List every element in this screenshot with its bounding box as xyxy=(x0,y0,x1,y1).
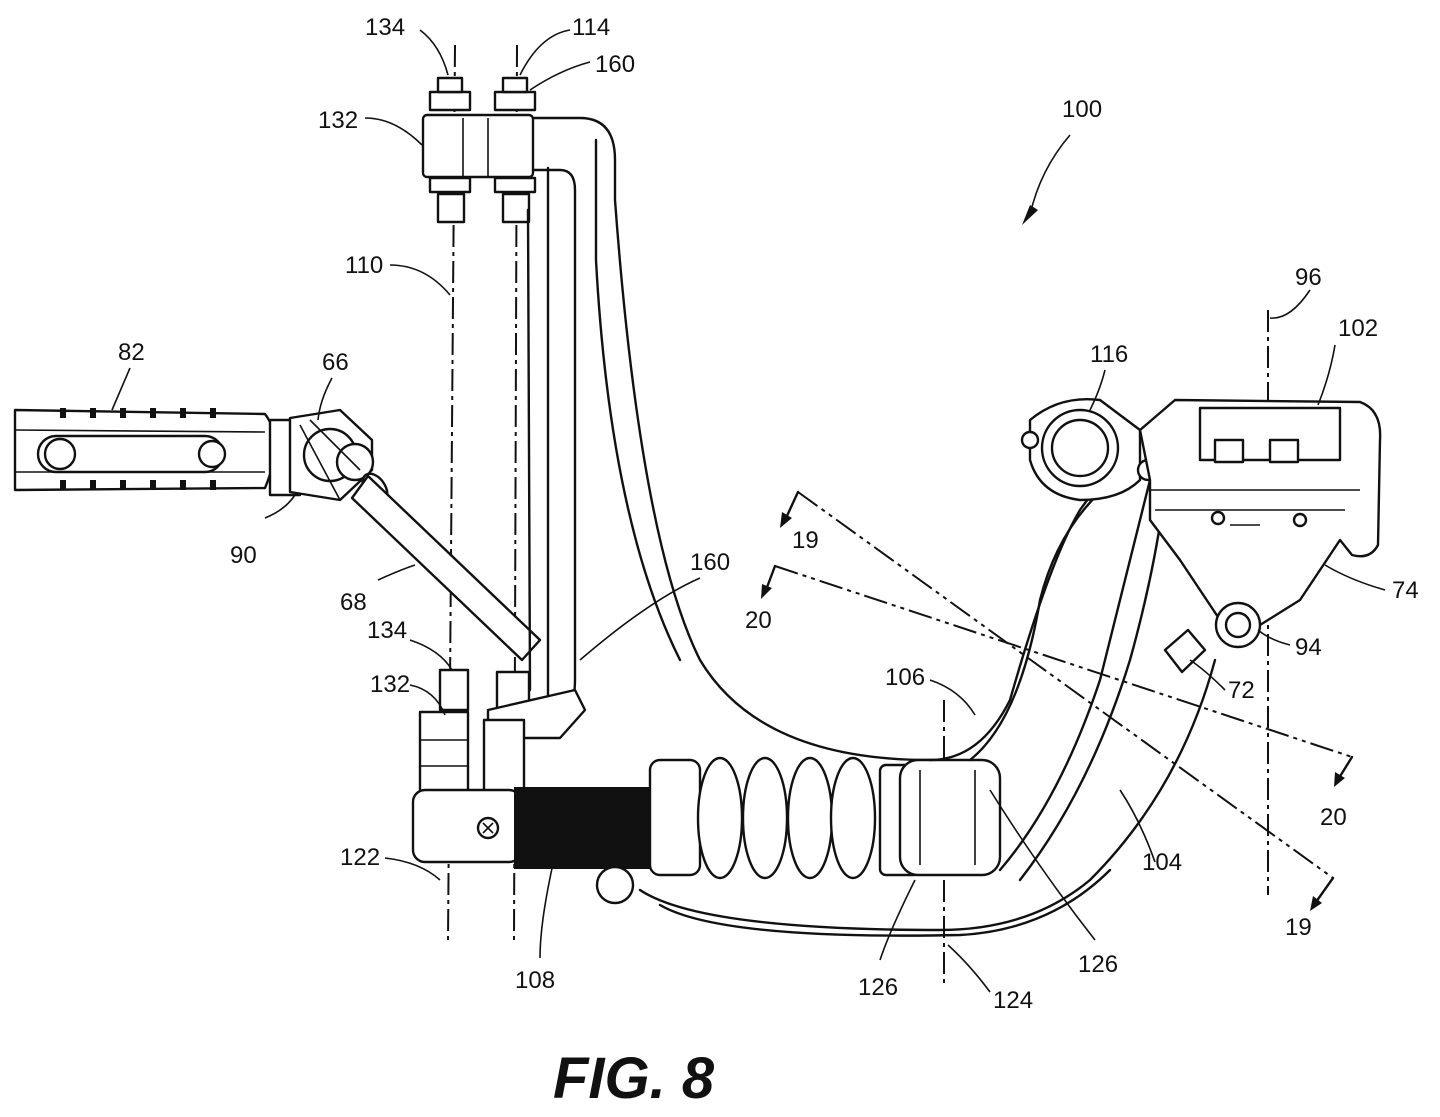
ref-116: 116 xyxy=(1090,341,1128,368)
section-lines xyxy=(761,490,1354,911)
ref-108: 108 xyxy=(515,967,555,994)
shaft-68 xyxy=(350,474,542,662)
reference-numerals: 134 114 160 132 110 82 66 90 68 160 134 … xyxy=(118,14,1419,1014)
ref-122: 122 xyxy=(340,844,380,871)
arrow-20-end xyxy=(1337,755,1354,780)
upper-bracket xyxy=(421,76,537,224)
ref-110: 110 xyxy=(345,252,383,279)
ref-72: 72 xyxy=(1228,677,1255,704)
ref-20-end: 20 xyxy=(1320,804,1347,831)
frame-tube xyxy=(526,116,932,762)
ref-68: 68 xyxy=(340,589,367,616)
figure-caption: FIG. 8 xyxy=(553,1046,715,1111)
ref-90: 90 xyxy=(230,542,257,569)
arrow-19-start xyxy=(784,490,800,520)
mount-bracket-102 xyxy=(1138,398,1382,627)
ref-132-lower: 132 xyxy=(370,671,410,698)
ref-19-end: 19 xyxy=(1285,914,1312,941)
ref-94: 94 xyxy=(1295,634,1322,661)
ref-160-lower: 160 xyxy=(690,549,730,576)
ref-126-left: 126 xyxy=(858,974,898,1001)
arrow-19-end xyxy=(1314,876,1335,904)
ref-102: 102 xyxy=(1338,315,1378,342)
universal-joint-66 xyxy=(268,408,389,504)
ref-114: 114 xyxy=(572,14,610,41)
pivot-116 xyxy=(1020,398,1160,502)
ref-20-start: 20 xyxy=(745,607,772,634)
ref-126-right: 126 xyxy=(1078,951,1118,978)
leader-lines xyxy=(111,29,1386,993)
ref-134-upper: 134 xyxy=(365,14,405,41)
section-line-20 xyxy=(774,565,1353,758)
ref-74: 74 xyxy=(1392,577,1419,604)
ref-82: 82 xyxy=(118,339,145,366)
arrow-20-start xyxy=(764,564,777,592)
ref-134-lower: 134 xyxy=(367,617,407,644)
footrest-82 xyxy=(13,408,277,492)
ref-66: 66 xyxy=(322,349,349,376)
pivot-94 xyxy=(1163,601,1262,674)
ref-124: 124 xyxy=(993,987,1033,1014)
ref-104: 104 xyxy=(1142,849,1182,876)
ref-132-upper: 132 xyxy=(318,107,358,134)
lower-bracket xyxy=(411,668,587,864)
shock-absorber-108 xyxy=(514,756,1002,905)
section-line-19 xyxy=(797,491,1334,879)
ref-106: 106 xyxy=(885,664,925,691)
ref-160-upper: 160 xyxy=(595,51,635,78)
ref-100: 100 xyxy=(1062,96,1102,123)
ref-96: 96 xyxy=(1295,264,1322,291)
ref-19-start: 19 xyxy=(792,527,819,554)
